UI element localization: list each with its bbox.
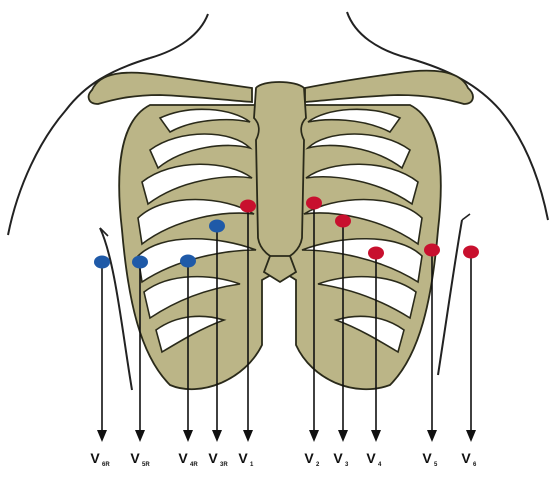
arrow-head-v4 <box>371 430 381 442</box>
electrode-v1 <box>240 200 256 213</box>
armpit-right-line <box>438 220 462 375</box>
arrow-head-v6r <box>97 430 107 442</box>
lead-subscript-v5r: 5R <box>142 462 150 468</box>
rib-cage <box>89 71 473 390</box>
lead-label-v5: V <box>422 450 432 466</box>
lead-label-v4: V <box>366 450 376 466</box>
arrow-head-v5 <box>427 430 437 442</box>
sternum <box>254 82 306 260</box>
arrow-head-v3 <box>338 430 348 442</box>
electrode-v2 <box>306 197 322 210</box>
arrow-head-v6 <box>466 430 476 442</box>
electrode-v3 <box>335 215 351 228</box>
lead-subscript-v5: 5 <box>434 462 438 468</box>
arrow-head-v4r <box>183 430 193 442</box>
arrow-head-v2 <box>309 430 319 442</box>
lead-subscript-v2: 2 <box>316 462 320 468</box>
electrode-v4 <box>368 247 384 260</box>
electrode-v5r <box>132 256 148 269</box>
lead-subscript-v3: 3 <box>345 462 349 468</box>
lead-subscript-v1: 1 <box>250 462 254 468</box>
neck-left-line <box>150 14 208 58</box>
clavicle-right <box>305 71 473 104</box>
lead-subscript-v4r: 4R <box>190 462 198 468</box>
xiphoid-process <box>264 256 296 282</box>
lead-label-v3: V <box>333 450 343 466</box>
electrode-v4r <box>180 255 196 268</box>
lead-label-v6: V <box>461 450 471 466</box>
armpit-tick-2 <box>462 214 470 220</box>
electrode-v6 <box>463 246 479 259</box>
lead-label-v6r: V <box>90 450 100 466</box>
lead-label-v4r: V <box>178 450 188 466</box>
electrode-v3r <box>209 220 225 233</box>
electrode-v6r <box>94 256 110 269</box>
lead-subscript-v6r: 6R <box>102 462 110 468</box>
clavicle-left <box>89 73 252 104</box>
lead-subscript-v6: 6 <box>473 462 477 468</box>
lead-subscript-v4: 4 <box>378 462 382 468</box>
neck-right-line <box>347 12 408 58</box>
electrode-v5 <box>424 244 440 257</box>
arrow-head-v5r <box>135 430 145 442</box>
lead-subscript-v3r: 3R <box>220 462 228 468</box>
arrow-head-v3r <box>212 430 222 442</box>
lead-label-v5r: V <box>130 450 140 466</box>
lead-label-v1: V <box>238 450 248 466</box>
arrow-head-v1 <box>243 430 253 442</box>
lead-label-v3r: V <box>208 450 218 466</box>
lead-label-v2: V <box>304 450 314 466</box>
